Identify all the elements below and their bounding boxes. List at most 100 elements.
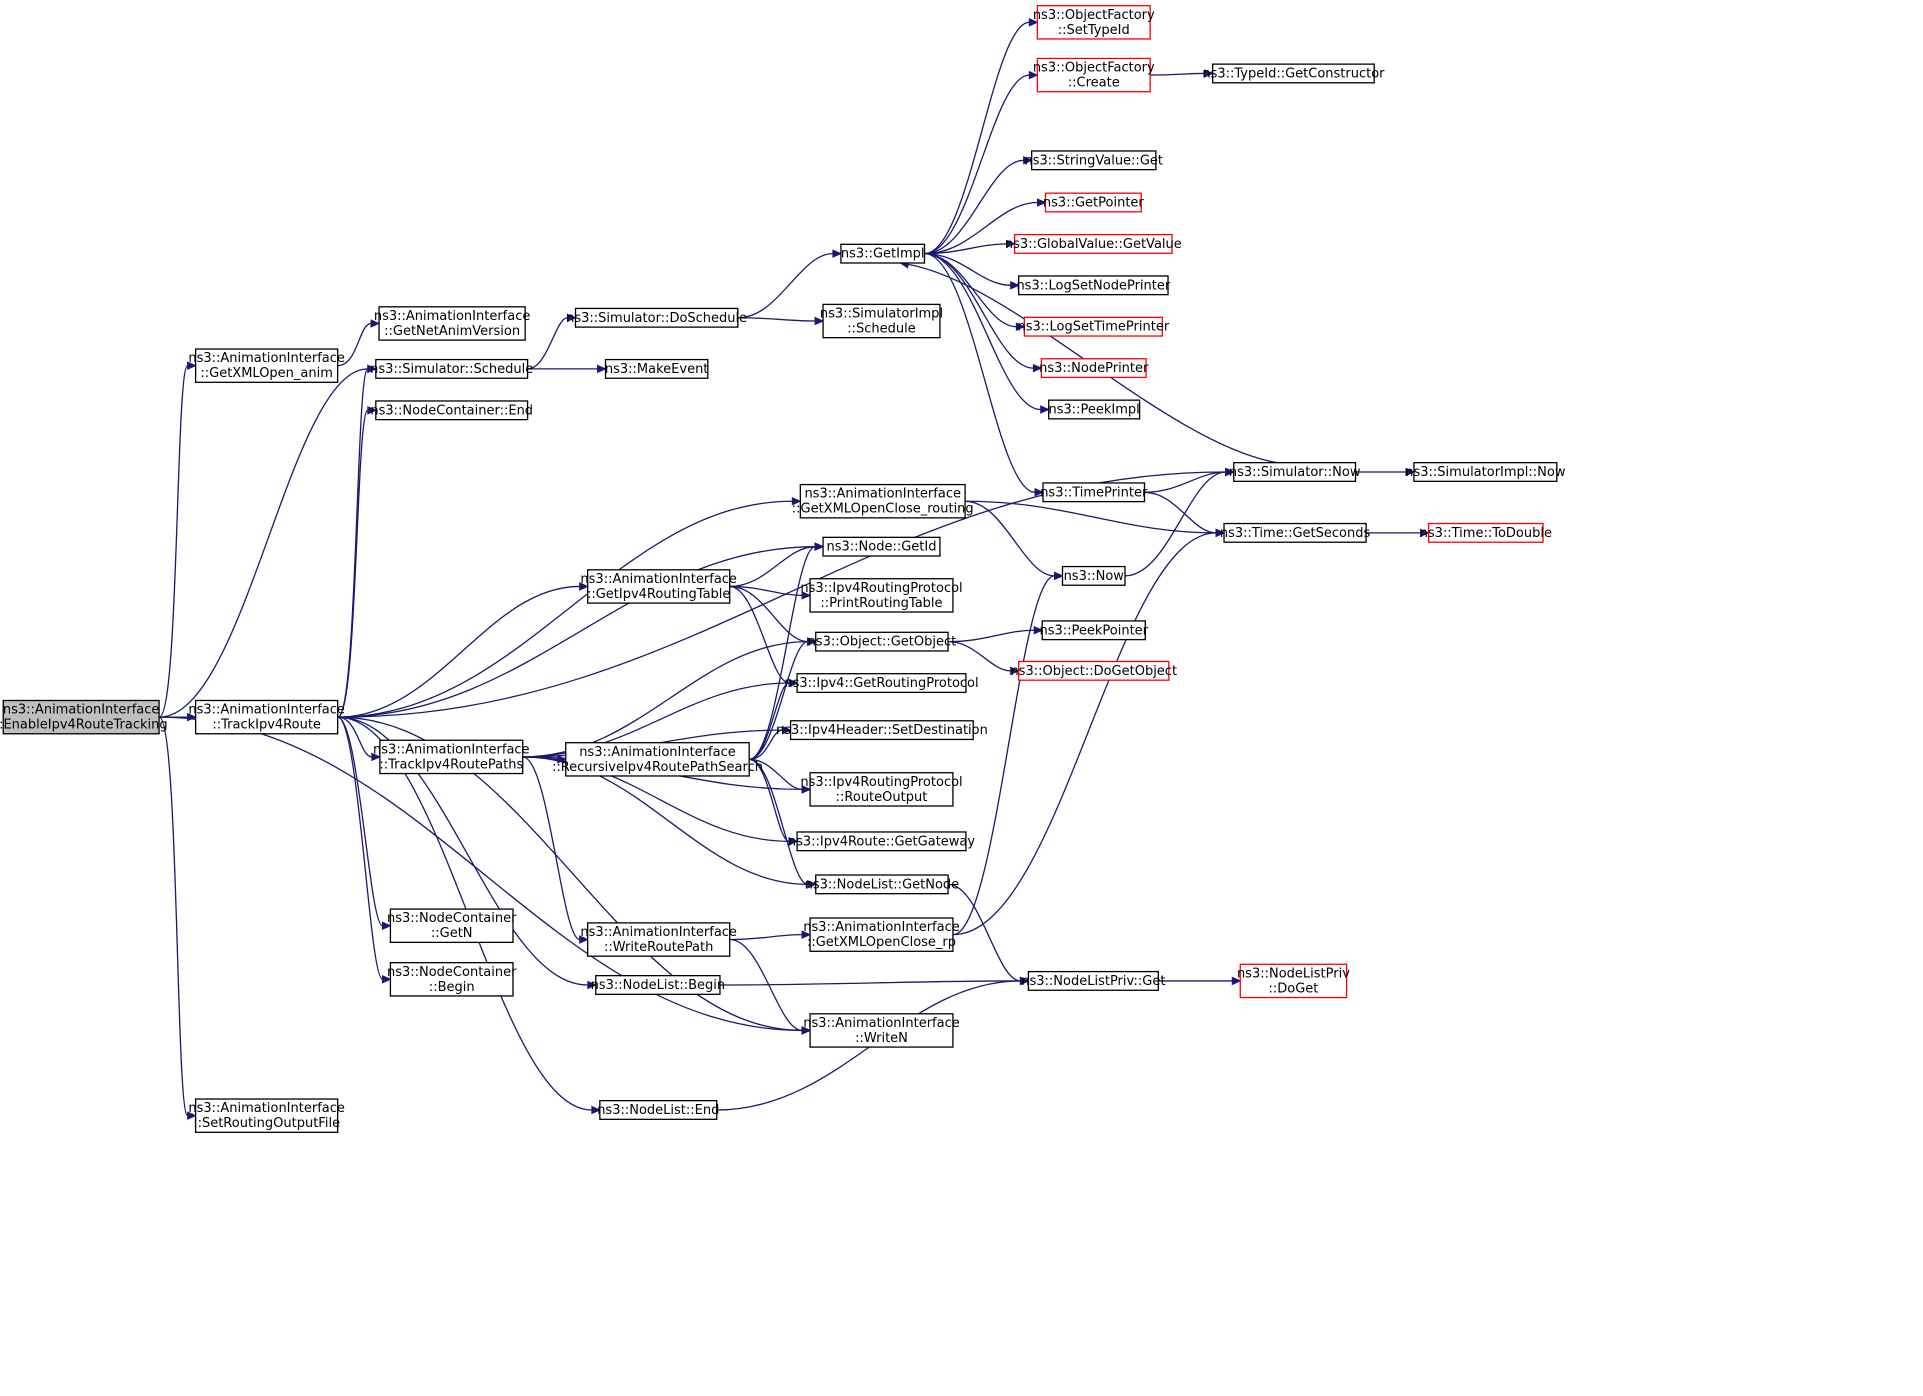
node-label: ns3::TypeId::GetConstructor <box>1202 66 1385 81</box>
edge-getimpl-to-globalget <box>924 239 1016 255</box>
node-stringget[interactable]: ns3::StringValue::Get <box>1025 150 1163 171</box>
node-label: ::PrintRoutingTable <box>820 596 942 611</box>
node-closerouting[interactable]: ns3::AnimationInterface::GetXMLOpenClose… <box>792 483 974 519</box>
node-label: ns3::AnimationInterface <box>804 487 961 502</box>
node-timeprinter[interactable]: ns3::TimePrinter <box>1040 482 1148 503</box>
node-label: ns3::Object::GetObject <box>808 635 957 650</box>
edge-track-to-ncend <box>337 406 378 718</box>
edge-getimpl-to-peekimpl <box>924 253 1050 414</box>
node-getgateway[interactable]: ns3::Ipv4Route::GetGateway <box>788 831 975 852</box>
node-peekimpl[interactable]: ns3::PeekImpl <box>1048 399 1141 420</box>
node-label: ns3::NodeList::Begin <box>591 978 725 993</box>
node-label: ns3::Ipv4Header::SetDestination <box>776 723 988 738</box>
node-label: ::GetNetAnimVersion <box>384 324 520 339</box>
node-enable[interactable]: ns3::AnimationInterface::EnableIpv4Route… <box>0 699 168 735</box>
edge-getobject-to-peekpointer <box>948 626 1044 643</box>
node-setdest[interactable]: ns3::Ipv4Header::SetDestination <box>776 720 988 741</box>
node-track[interactable]: ns3::AnimationInterface::TrackIpv4Route <box>188 699 345 735</box>
node-label: ::RouteOutput <box>836 790 928 805</box>
edge-getrt-to-getroutingproto <box>729 585 799 688</box>
node-getseconds[interactable]: ns3::Time::GetSeconds <box>1220 522 1371 543</box>
node-label: ns3::AnimationInterface <box>188 703 345 718</box>
node-label: ::TrackIpv4RoutePaths <box>379 757 523 772</box>
function-nodes: ns3::AnimationInterface::EnableIpv4Route… <box>0 5 1566 1133</box>
node-getid[interactable]: ns3::Node::GetId <box>822 536 941 557</box>
node-label: ns3::NodeContainer <box>387 911 517 926</box>
edge-recursive-to-setdest <box>749 725 792 760</box>
node-globalget[interactable]: ns3::GlobalValue::GetValue <box>1005 233 1182 254</box>
node-simnow[interactable]: ns3::Simulator::Now <box>1229 462 1361 482</box>
node-paths[interactable]: ns3::AnimationInterface::TrackIpv4RouteP… <box>373 739 530 775</box>
edge-enable-to-setrouting <box>158 716 197 1120</box>
node-nlend[interactable]: ns3::NodeList::End <box>597 1099 719 1120</box>
node-getpointer[interactable]: ns3::GetPointer <box>1043 192 1144 213</box>
node-label: ns3::AnimationInterface <box>188 351 345 366</box>
node-writen[interactable]: ns3::AnimationInterface::WriteN <box>803 1013 960 1048</box>
edge-recursive-to-getobject <box>749 637 817 760</box>
node-label: ns3::AnimationInterface <box>374 309 531 324</box>
node-nlprivget[interactable]: ns3::NodeListPriv::Get <box>1021 970 1165 991</box>
node-recursive[interactable]: ns3::AnimationInterface::RecursiveIpv4Ro… <box>552 742 763 777</box>
edge-getimpl-to-lognode <box>924 253 1020 290</box>
node-closerp[interactable]: ns3::AnimationInterface::GetXMLOpenClose… <box>803 917 960 952</box>
node-now[interactable]: ns3::Now <box>1061 565 1126 586</box>
edge-enable-to-schedule <box>159 364 378 718</box>
edge-writeroute-to-closerp <box>729 930 812 941</box>
node-getroutingproto[interactable]: ns3::Ipv4::GetRoutingProtocol <box>784 673 979 694</box>
node-printrt[interactable]: ns3::Ipv4RoutingProtocol::PrintRoutingTa… <box>800 578 963 613</box>
node-label: ::WriteRoutePath <box>604 940 713 955</box>
node-doschedule[interactable]: ns3::Simulator::DoSchedule <box>566 307 747 328</box>
node-label: ::RecursiveIpv4RoutePathSearch <box>552 760 763 775</box>
node-todouble[interactable]: ns3::Time::ToDouble <box>1420 522 1552 543</box>
node-logtime[interactable]: ns3::LogSetTimePrinter <box>1018 316 1170 337</box>
node-create[interactable]: ns3::ObjectFactory::Create <box>1033 57 1155 93</box>
edge-getimpl-to-getpointer <box>924 198 1047 255</box>
call-edges <box>158 18 1430 1120</box>
node-getnode[interactable]: ns3::NodeList::GetNode <box>805 874 960 895</box>
node-label: ns3::AnimationInterface <box>373 742 530 757</box>
node-ncgetn[interactable]: ns3::NodeContainer::GetN <box>387 908 517 944</box>
node-nlprivdoget[interactable]: ns3::NodeListPriv::DoGet <box>1237 963 1350 999</box>
node-simimplsched[interactable]: ns3::SimulatorImpl::Schedule <box>820 303 943 339</box>
node-ncbegin[interactable]: ns3::NodeContainer::Begin <box>387 962 517 997</box>
node-getctor[interactable]: ns3::TypeId::GetConstructor <box>1202 63 1385 84</box>
node-label: ::WriteN <box>855 1031 908 1046</box>
node-dogetobject[interactable]: ns3::Object::DoGetObject <box>1010 660 1177 681</box>
node-peekpointer[interactable]: ns3::PeekPointer <box>1039 620 1149 641</box>
edge-simnow-to-simimplnow <box>1355 467 1416 477</box>
node-writeroute[interactable]: ns3::AnimationInterface::WriteRoutePath <box>580 922 737 957</box>
node-getobject[interactable]: ns3::Object::GetObject <box>808 631 957 652</box>
node-label: ns3::NodeList::End <box>597 1103 719 1118</box>
node-setrouting[interactable]: ns3::AnimationInterface::SetRoutingOutpu… <box>188 1098 345 1133</box>
node-label: ns3::Ipv4RoutingProtocol <box>800 775 962 790</box>
node-routeoutput[interactable]: ns3::Ipv4RoutingProtocol::RouteOutput <box>800 772 963 807</box>
node-netanim[interactable]: ns3::AnimationInterface::GetNetAnimVersi… <box>374 306 531 341</box>
node-nlbegin[interactable]: ns3::NodeList::Begin <box>591 974 725 995</box>
node-label: ns3::MakeEvent <box>605 362 709 377</box>
node-xmlopen[interactable]: ns3::AnimationInterface::GetXMLOpen_anim <box>188 348 345 383</box>
node-lognode[interactable]: ns3::LogSetNodePrinter <box>1016 275 1171 296</box>
node-label: ns3::AnimationInterface <box>579 745 736 760</box>
node-simimplnow[interactable]: ns3::SimulatorImpl::Now <box>1405 462 1566 482</box>
edge-track-to-ncgetn <box>337 716 392 930</box>
node-label: ns3::NodeList::GetNode <box>805 877 960 892</box>
node-getimpl[interactable]: ns3::GetImpl <box>840 243 926 264</box>
node-label: ns3::Simulator::DoSchedule <box>566 311 747 326</box>
node-label: ::GetXMLOpen_anim <box>200 366 333 381</box>
edge-doschedule-to-getimpl <box>737 249 843 319</box>
node-settypeid[interactable]: ns3::ObjectFactory::SetTypeId <box>1033 5 1155 40</box>
edge-recursive-to-getnode <box>749 758 817 889</box>
node-label: ::Schedule <box>847 322 916 337</box>
node-getrt[interactable]: ns3::AnimationInterface::GetIpv4RoutingT… <box>580 569 737 604</box>
node-label: ns3::Time::ToDouble <box>1420 526 1552 541</box>
node-label: ns3::Time::GetSeconds <box>1220 526 1371 541</box>
node-nodeprinter[interactable]: ns3::NodePrinter <box>1039 358 1149 379</box>
node-label: ns3::ObjectFactory <box>1033 8 1155 23</box>
edge-track-to-closerouting <box>337 496 802 718</box>
edge-getimpl-to-nodeprinter <box>924 253 1043 373</box>
edge-closerp-to-getseconds <box>952 528 1226 936</box>
edge-schedule-to-doschedule <box>527 313 577 370</box>
node-schedule[interactable]: ns3::Simulator::Schedule <box>370 358 533 379</box>
node-ncend[interactable]: ns3::NodeContainer::End <box>370 400 533 421</box>
node-makeevent[interactable]: ns3::MakeEvent <box>604 358 709 379</box>
